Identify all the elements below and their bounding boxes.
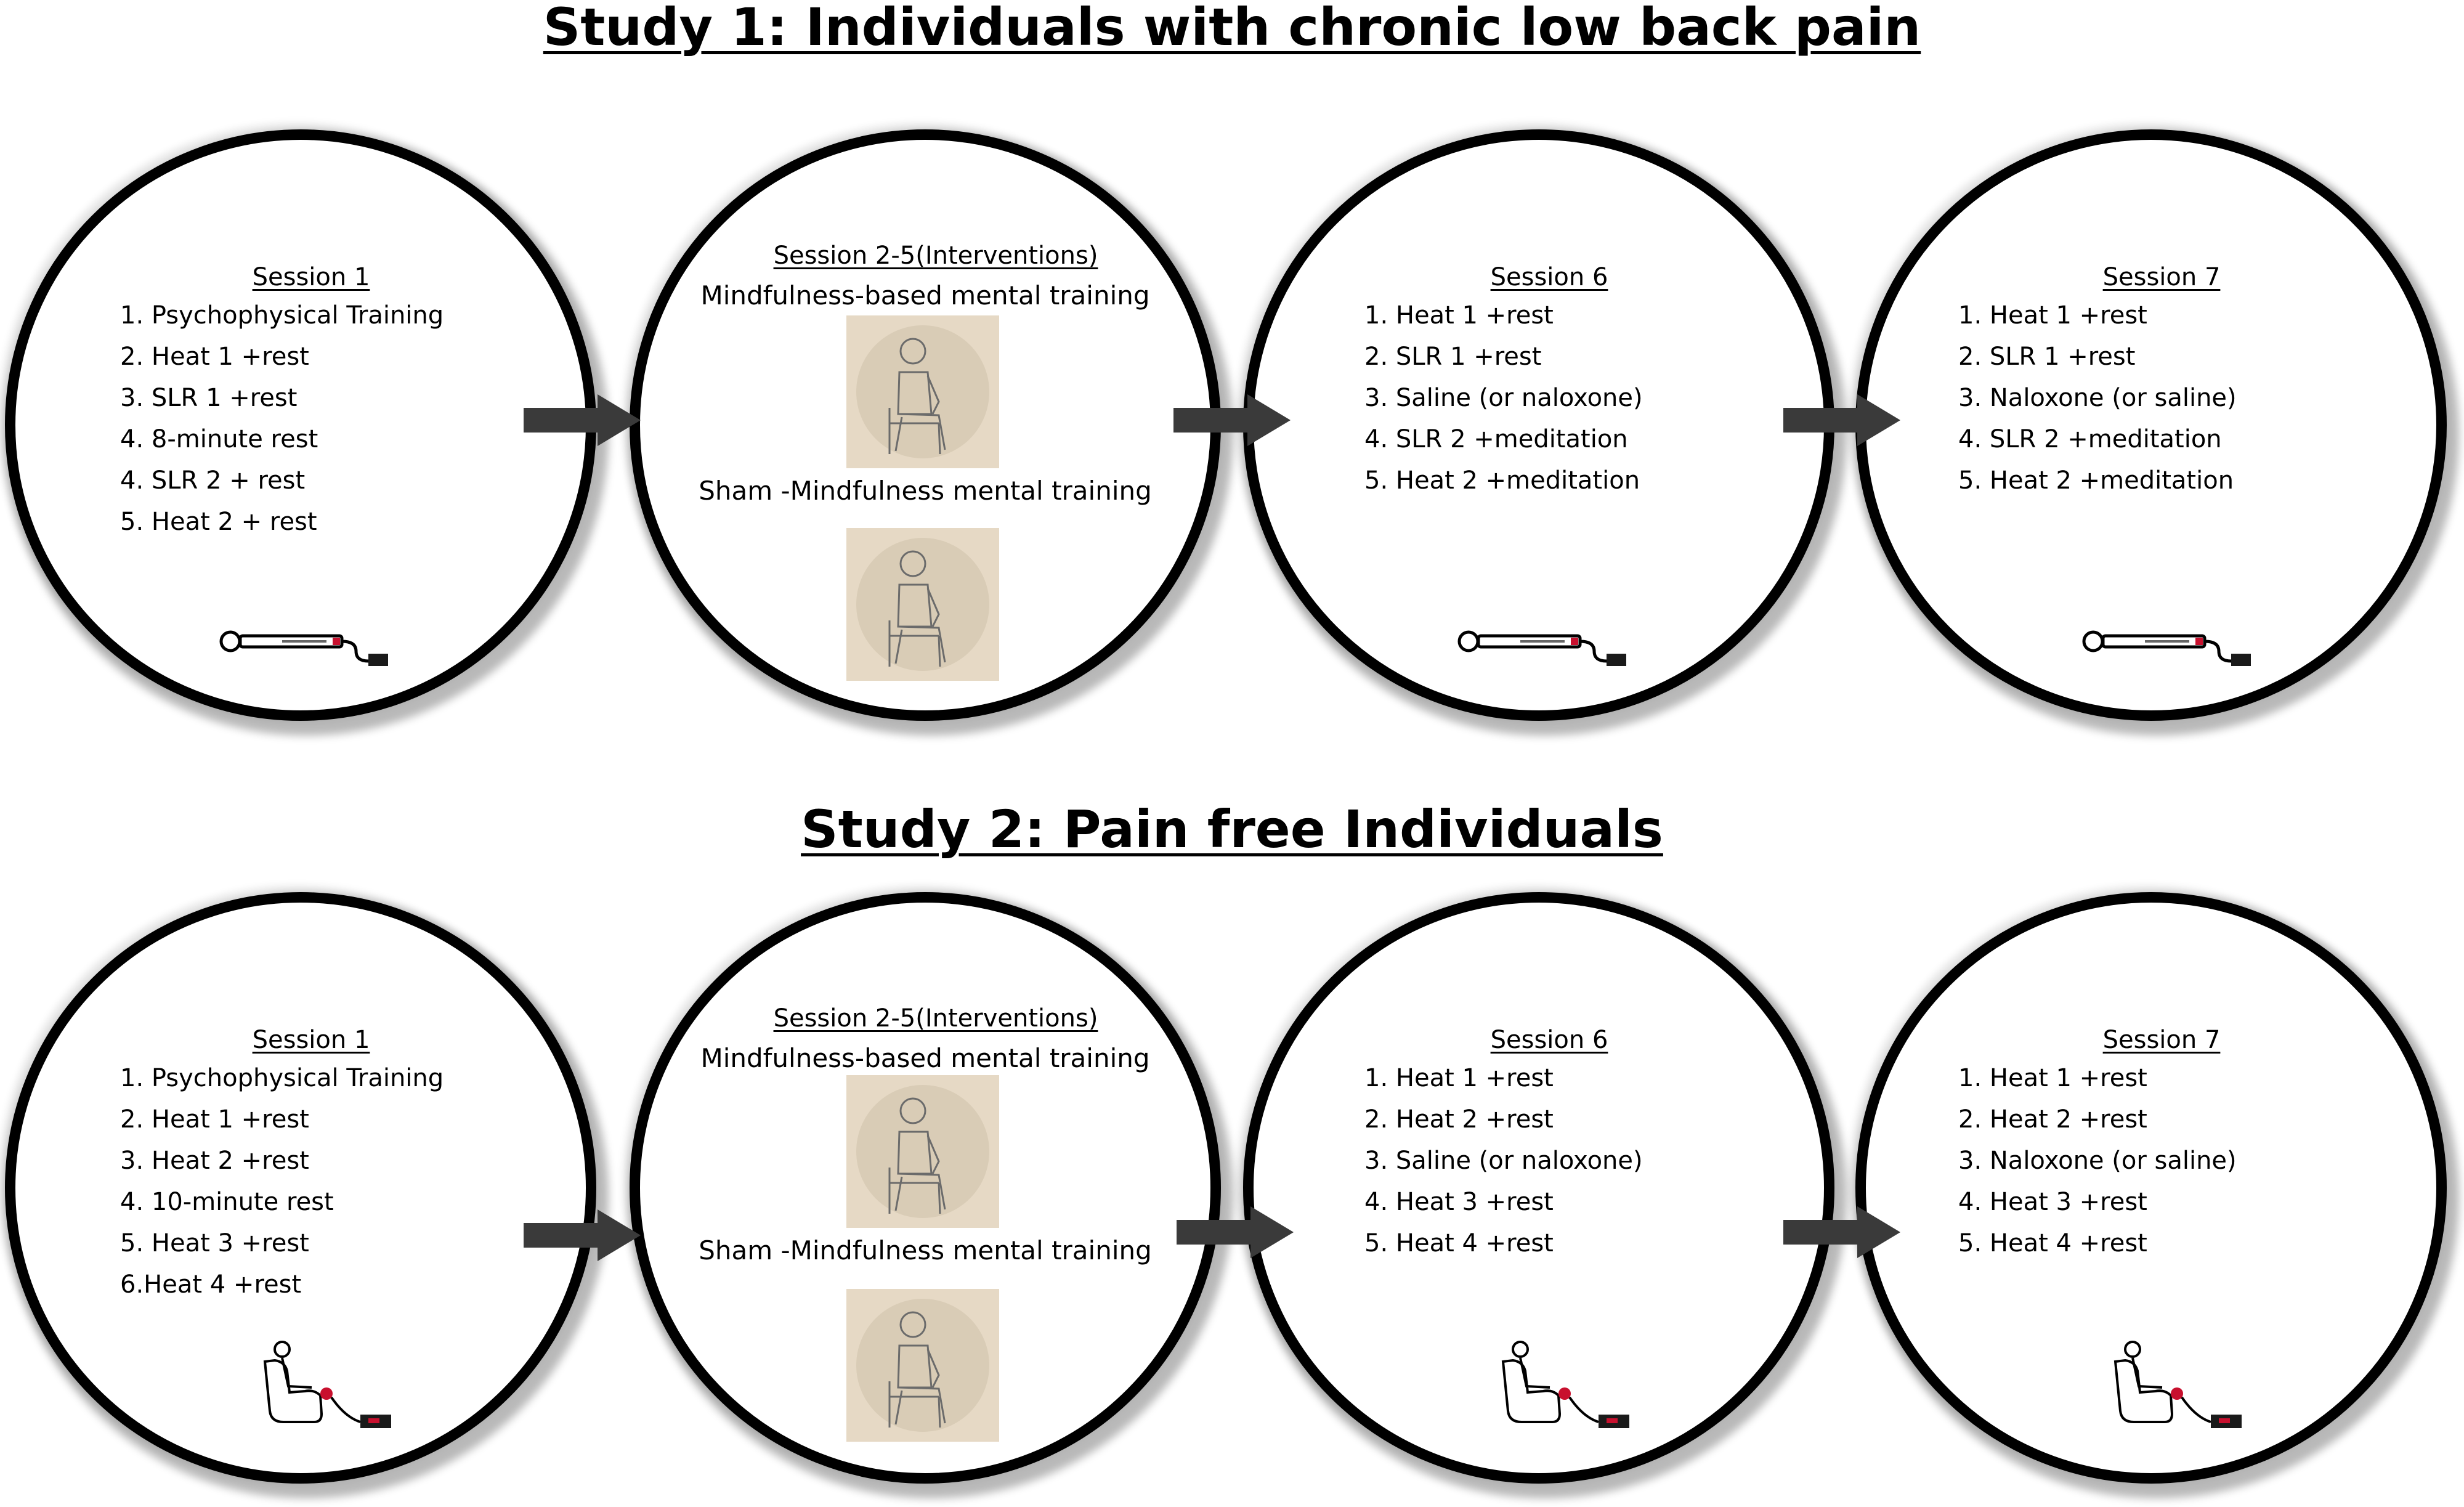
session-title: Session 2-5(Interventions) [773, 1004, 1098, 1033]
session-step: 4. Heat 3 +rest [1364, 1188, 1554, 1216]
session-step: 2. Heat 1 +rest [120, 343, 309, 371]
session-step: 1. Psychophysical Training [120, 1064, 444, 1092]
study1-title: Study 1: Individuals with chronic low ba… [543, 0, 1921, 57]
session-step: 1. Heat 1 +rest [1364, 1064, 1554, 1092]
sham-training-label: Sham -Mindfulness mental training [699, 476, 1152, 506]
session-steps: 1. Heat 1 +rest 2. Heat 2 +rest 3. Salin… [1364, 1058, 1643, 1264]
session-step: 2. SLR 1 +rest [1958, 343, 2136, 371]
session-step: 4. 10-minute rest [120, 1188, 334, 1216]
session-step: 4. SLR 2 + rest [120, 466, 306, 495]
thermal-stimulator-chair-icon [1501, 1341, 1629, 1428]
session-step: 3. Heat 2 +rest [120, 1147, 309, 1175]
sham-training-label: Sham -Mindfulness mental training [699, 1235, 1152, 1265]
arrow-right-icon [1177, 1206, 1294, 1258]
seated-man-icon [846, 528, 999, 681]
session-steps: 1. Psychophysical Training 2. Heat 1 +re… [120, 1058, 444, 1306]
session-step: 5. Heat 3 +rest [120, 1229, 309, 1257]
session-step: 3. SLR 1 +rest [120, 384, 298, 412]
session-title: Session 1 [252, 1026, 370, 1054]
session-steps: 1. Psychophysical Training 2. Heat 1 +re… [120, 295, 444, 543]
session-steps: 1. Heat 1 +rest 2. Heat 2 +rest 3. Nalox… [1958, 1058, 2237, 1264]
thermal-stimulator-chair-icon [2113, 1341, 2242, 1428]
session-step: 3. Saline (or naloxone) [1364, 1147, 1643, 1175]
arrow-right-icon [1783, 394, 1900, 446]
study1-session7-circle: Session 7 1. Heat 1 +rest 2. SLR 1 +rest… [1855, 129, 2447, 721]
session-step: 4. SLR 2 +meditation [1958, 425, 2222, 453]
study2-title: Study 2: Pain free Individuals [801, 799, 1663, 859]
study2-session7-circle: Session 7 1. Heat 1 +rest 2. Heat 2 +res… [1855, 892, 2447, 1484]
session-step: 1. Heat 1 +rest [1958, 301, 2147, 330]
session-step: 2. Heat 2 +rest [1364, 1105, 1554, 1134]
session-title: Session 7 [2102, 263, 2221, 291]
study2-session6-circle: Session 6 1. Heat 1 +rest 2. Heat 2 +res… [1243, 892, 1834, 1484]
mindfulness-training-label: Mindfulness-based mental training [700, 280, 1150, 311]
session-step: 5. Heat 2 + rest [120, 508, 317, 536]
arrow-right-icon [1173, 394, 1291, 446]
session-step: 5. Heat 4 +rest [1364, 1229, 1554, 1257]
algometer-icon [1457, 630, 1626, 666]
seated-man-icon [846, 315, 999, 468]
session-step: 3. Saline (or naloxone) [1364, 384, 1643, 412]
study1-session1-circle: Session 1 1. Psychophysical Training 2. … [5, 129, 596, 721]
study1-session6-circle: Session 6 1. Heat 1 +rest 2. SLR 1 +rest… [1243, 129, 1834, 721]
session-title: Session 7 [2102, 1026, 2221, 1054]
session-steps: 1. Heat 1 +rest 2. SLR 1 +rest 3. Naloxo… [1958, 295, 2237, 502]
seated-man-icon [846, 1075, 999, 1228]
session-step: 2. Heat 1 +rest [120, 1105, 309, 1134]
seated-man-icon [846, 1289, 999, 1442]
study2-session2-5-circle: Session 2-5(Interventions) Mindfulness-b… [630, 892, 1221, 1484]
session-steps: 1. Heat 1 +rest 2. SLR 1 +rest 3. Saline… [1364, 295, 1643, 502]
arrow-right-icon [524, 1209, 641, 1261]
arrow-right-icon [524, 394, 641, 446]
session-step: 1. Heat 1 +rest [1364, 301, 1554, 330]
study1-session2-5-circle: Session 2-5(Interventions) Mindfulness-b… [630, 129, 1221, 721]
study2-session1-circle: Session 1 1. Psychophysical Training 2. … [5, 892, 596, 1484]
session-step: 5. Heat 4 +rest [1958, 1229, 2147, 1257]
session-step: 5. Heat 2 +meditation [1364, 466, 1640, 495]
session-step: 4. SLR 2 +meditation [1364, 425, 1628, 453]
session-step: 1. Heat 1 +rest [1958, 1064, 2147, 1092]
session-title: Session 2-5(Interventions) [773, 242, 1098, 270]
mindfulness-training-label: Mindfulness-based mental training [700, 1043, 1150, 1073]
session-step: 4. 8-minute rest [120, 425, 318, 453]
session-step: 2. SLR 1 +rest [1364, 343, 1542, 371]
session-step: 3. Naloxone (or saline) [1958, 1147, 2237, 1175]
algometer-icon [2082, 630, 2251, 666]
session-step: 4. Heat 3 +rest [1958, 1188, 2147, 1216]
arrow-right-icon [1783, 1206, 1900, 1258]
thermal-stimulator-chair-icon [263, 1341, 391, 1428]
session-step: 2. Heat 2 +rest [1958, 1105, 2147, 1134]
session-step: 5. Heat 2 +meditation [1958, 466, 2234, 495]
session-step: 1. Psychophysical Training [120, 301, 444, 330]
session-step: 6.Heat 4 +rest [120, 1270, 302, 1299]
algometer-icon [219, 630, 388, 666]
session-step: 3. Naloxone (or saline) [1958, 384, 2237, 412]
session-title: Session 6 [1490, 1026, 1608, 1054]
session-title: Session 6 [1490, 263, 1608, 291]
session-title: Session 1 [252, 263, 370, 291]
